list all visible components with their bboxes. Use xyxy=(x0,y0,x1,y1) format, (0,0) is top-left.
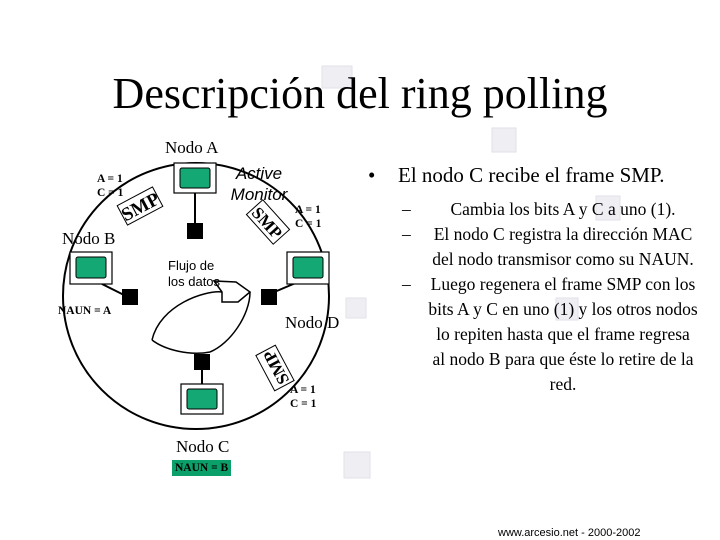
node-d-label: Nodo D xyxy=(285,313,340,332)
cable-b xyxy=(101,283,127,297)
smp-tag-left: SMP xyxy=(116,186,164,226)
bits-left: A = 1 C = 1 xyxy=(97,173,124,199)
sub-bullet: –Cambia los bits A y C a uno (1). xyxy=(402,199,676,219)
bg-square xyxy=(595,195,621,221)
smp-tag-top-right: SMP xyxy=(245,199,291,245)
bullet-list: • El nodo C recibe el frame SMP. –Cambia… xyxy=(368,162,698,397)
bg-square xyxy=(343,451,371,479)
naun-a-label: NAUN = A xyxy=(58,305,112,317)
smp-tag-bottom-right: SMP xyxy=(255,344,295,392)
footer-url: www.arcesio.net - 2000-2002 xyxy=(498,527,641,539)
bg-square xyxy=(345,297,367,319)
sub-bullet: –Luego regenera el frame SMP con los bit… xyxy=(402,274,698,394)
node-b-label: Nodo B xyxy=(62,229,116,248)
main-bullet: • El nodo C recibe el frame SMP. xyxy=(368,163,665,187)
node-c-label: Nodo C xyxy=(176,437,230,456)
bg-square xyxy=(321,65,353,89)
connector-c xyxy=(194,354,210,370)
bullet-dot-icon: • xyxy=(368,163,376,187)
bits-bottom: A = 1 C = 1 xyxy=(290,384,317,410)
bg-square xyxy=(555,297,579,321)
sub-bullet-list: –Cambia los bits A y C a uno (1). –El no… xyxy=(402,197,698,397)
sub-bullet: –El nodo C registra la dirección MAC del… xyxy=(402,224,694,269)
computer-d-icon xyxy=(286,251,330,285)
connector-a xyxy=(187,223,203,239)
computer-c-icon xyxy=(180,383,224,415)
page-title: Descripción del ring polling xyxy=(112,69,608,118)
bg-square xyxy=(491,127,517,153)
active-monitor-label: Active Monitor xyxy=(230,164,288,204)
computer-b-icon xyxy=(69,251,113,285)
flow-arrow xyxy=(151,291,223,341)
node-a-label: Nodo A xyxy=(165,138,219,157)
naun-b-label: NAUN = B xyxy=(172,460,232,476)
bits-right: A = 1 C = 1 xyxy=(295,204,322,230)
data-flow-label: Flujo de los datos xyxy=(168,258,221,289)
computer-a-icon xyxy=(173,162,217,194)
connector-b xyxy=(122,289,138,305)
